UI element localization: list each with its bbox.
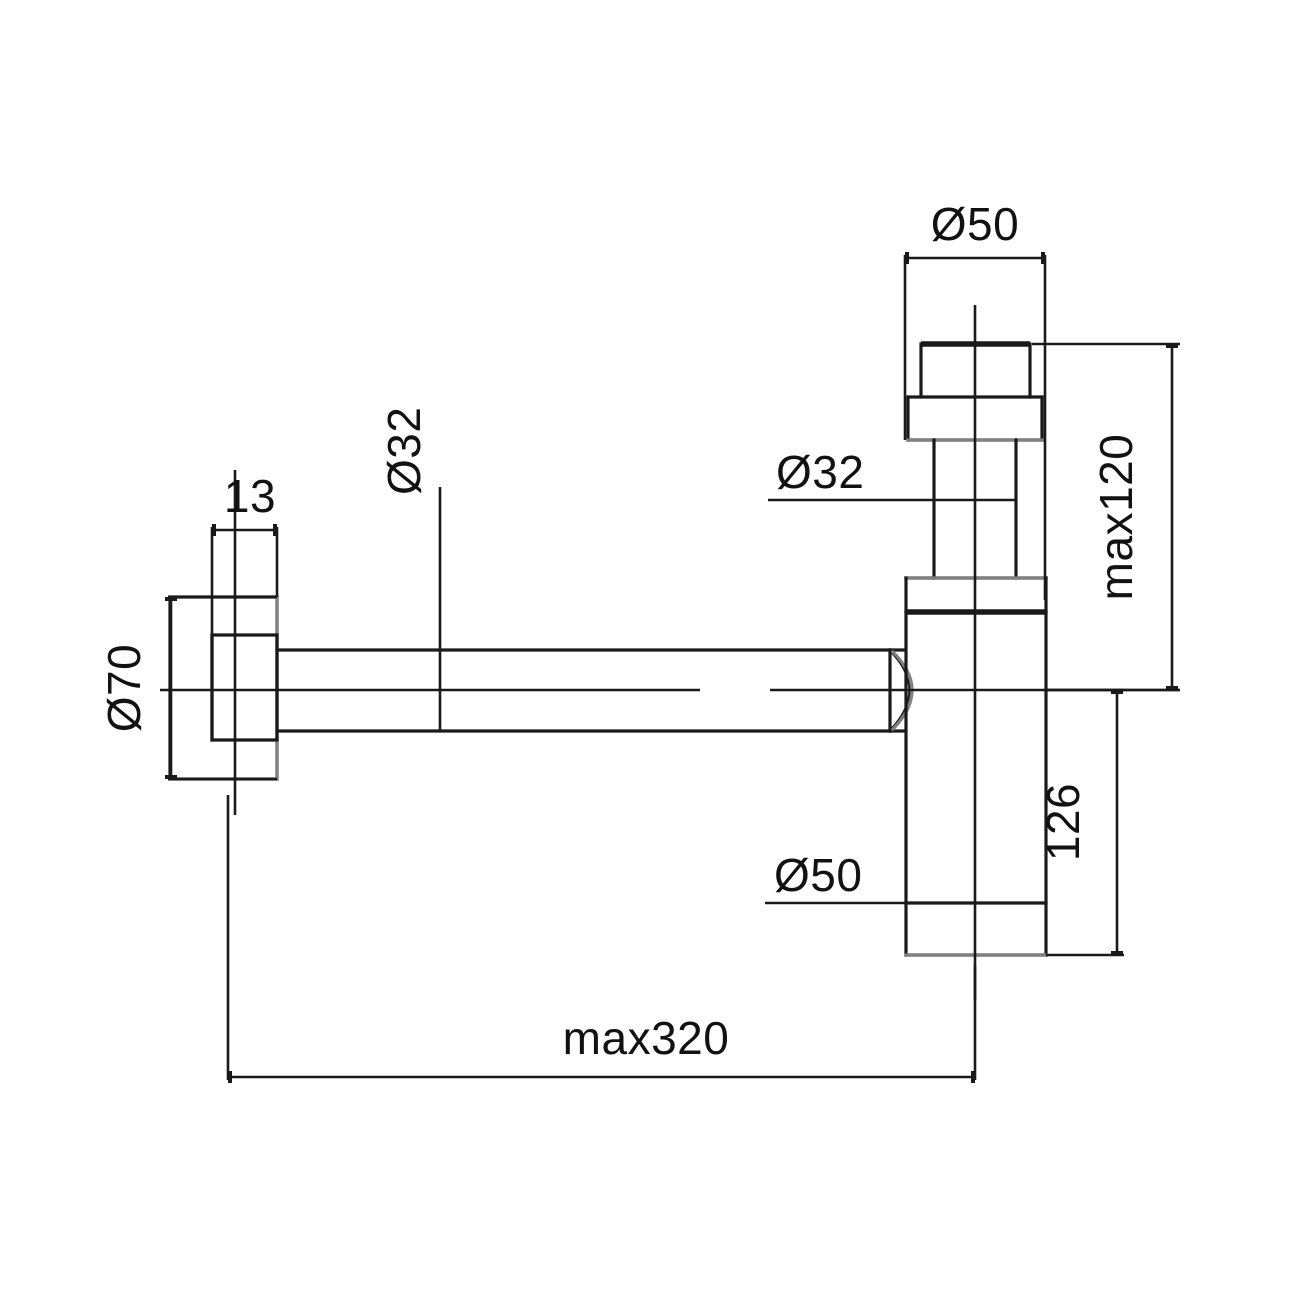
dimension-126: 126 [1037, 688, 1124, 957]
dimension-label-dia70: Ø70 [98, 644, 150, 732]
centerlines [160, 305, 1180, 1000]
dimension-label-dia32-vertical: Ø32 [776, 446, 864, 498]
dimension-label-max320: max320 [563, 1012, 730, 1064]
dimension-label-dia50-top: Ø50 [931, 198, 1019, 250]
dimension-max120: max120 [1032, 342, 1180, 692]
dimension-dia50-bottle: Ø50 [765, 849, 1046, 905]
dimension-thickness-13: 13 [210, 470, 279, 640]
dimension-dia70: Ø70 [98, 595, 277, 781]
dimension-dia50-top: Ø50 [903, 198, 1047, 600]
dimension-max320: max320 [226, 795, 977, 1083]
dimension-dia32-vertical: Ø32 [768, 446, 1016, 502]
dimension-label-max120: max120 [1090, 434, 1142, 601]
dimension-label-dia32-horizontal: Ø32 [378, 407, 430, 495]
dimension-dia32-horizontal: Ø32 [378, 407, 442, 731]
dimension-label-dia50-bottle: Ø50 [774, 849, 862, 901]
dimension-label-126: 126 [1037, 783, 1089, 861]
dimension-label-13: 13 [224, 470, 276, 522]
wall-flange-geometry [168, 595, 279, 781]
